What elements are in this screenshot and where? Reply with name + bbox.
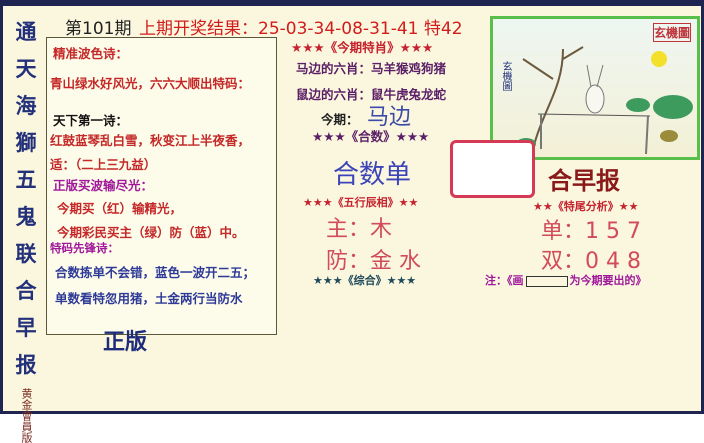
zodiac-ma: 马边的六肖：马羊猴鸡狗猪 <box>296 61 447 76</box>
poem-title: 特码先锋诗： <box>50 241 119 255</box>
heshu-title: ★★★《合数》★★★ <box>312 129 430 144</box>
side-char: 天 <box>15 57 37 81</box>
poem-title: 精准波色诗： <box>53 46 129 61</box>
poem-line: 今期买（红）输精光， <box>57 201 183 216</box>
today-label: 今期： <box>321 112 359 127</box>
heshu-value: 合数单 <box>333 160 412 190</box>
note: 注：《画为今期要出的》 <box>485 274 647 287</box>
side-char: 合 <box>15 279 37 303</box>
last-result: 上期开奖结果：25-03-34-08-31-41 特42 <box>139 19 463 39</box>
riddle-picture: 玄機圖 玄機圖 <box>490 16 700 160</box>
poem-footer: 正版 <box>103 330 148 355</box>
wuxing-title: ★★★《五行辰相》★★ <box>303 196 419 209</box>
wuxing-guard: 防：金 水 <box>326 249 421 274</box>
brand-title: 合早报 <box>548 167 620 195</box>
poem-line: 红鼓蓝琴乱白雪，秋变江上半夜香， <box>50 133 251 148</box>
weishu-title: ★★《特尾分析》★★ <box>533 200 639 213</box>
side-char: 早 <box>15 316 37 340</box>
poem-title: 天下第一诗： <box>53 113 129 128</box>
zodiac-shu: 鼠边的六肖：鼠牛虎兔龙蛇 <box>296 87 447 102</box>
picture-label: 玄機圖 <box>500 61 511 91</box>
poem-line: 单数看特忽用猪，土金两行当防水 <box>55 291 243 306</box>
poem-title: 正版买波输尽光： <box>53 178 154 193</box>
poem-line: 合数拣单不会错，蓝色一波开二五； <box>55 265 256 280</box>
side-char: 海 <box>15 94 37 118</box>
zodiac-title: ★★★《今期特肖》★★★ <box>291 40 434 55</box>
side-char: 五 <box>15 168 37 192</box>
zonghe-title: ★★★《综合》★★★ <box>313 274 417 287</box>
highlight-box <box>450 140 535 198</box>
poem-line: 青山绿水好风光，六六大顺出特码： <box>50 76 251 91</box>
poem-box: 精准波色诗： 青山绿水好风光，六六大顺出特码： 天下第一诗： 红鼓蓝琴乱白雪，秋… <box>46 37 277 335</box>
poem-line: 适：（二上三九益） <box>50 157 157 172</box>
side-title: 通 天 海 獅 五 鬼 联 合 早 报 黄金會員版 <box>11 14 41 443</box>
side-char: 报 <box>15 353 37 377</box>
side-char: 通 <box>15 20 37 44</box>
today-zodiac: 马边 <box>367 105 412 130</box>
odd-tails: 单：1 5 7 <box>541 219 641 244</box>
even-tails: 双：0 4 8 <box>541 249 641 274</box>
side-char: 联 <box>15 242 37 266</box>
issue-number: 第101期 <box>65 19 132 39</box>
poem-line: 今期彩民买主（绿）防（蓝）中。 <box>57 225 245 240</box>
side-char: 獅 <box>15 131 37 155</box>
picture-stamp: 玄機圖 <box>652 23 691 42</box>
wuxing-main: 主：木 <box>326 217 393 242</box>
side-char: 鬼 <box>15 205 37 229</box>
side-subtitle: 黄金會員版 <box>20 388 33 443</box>
